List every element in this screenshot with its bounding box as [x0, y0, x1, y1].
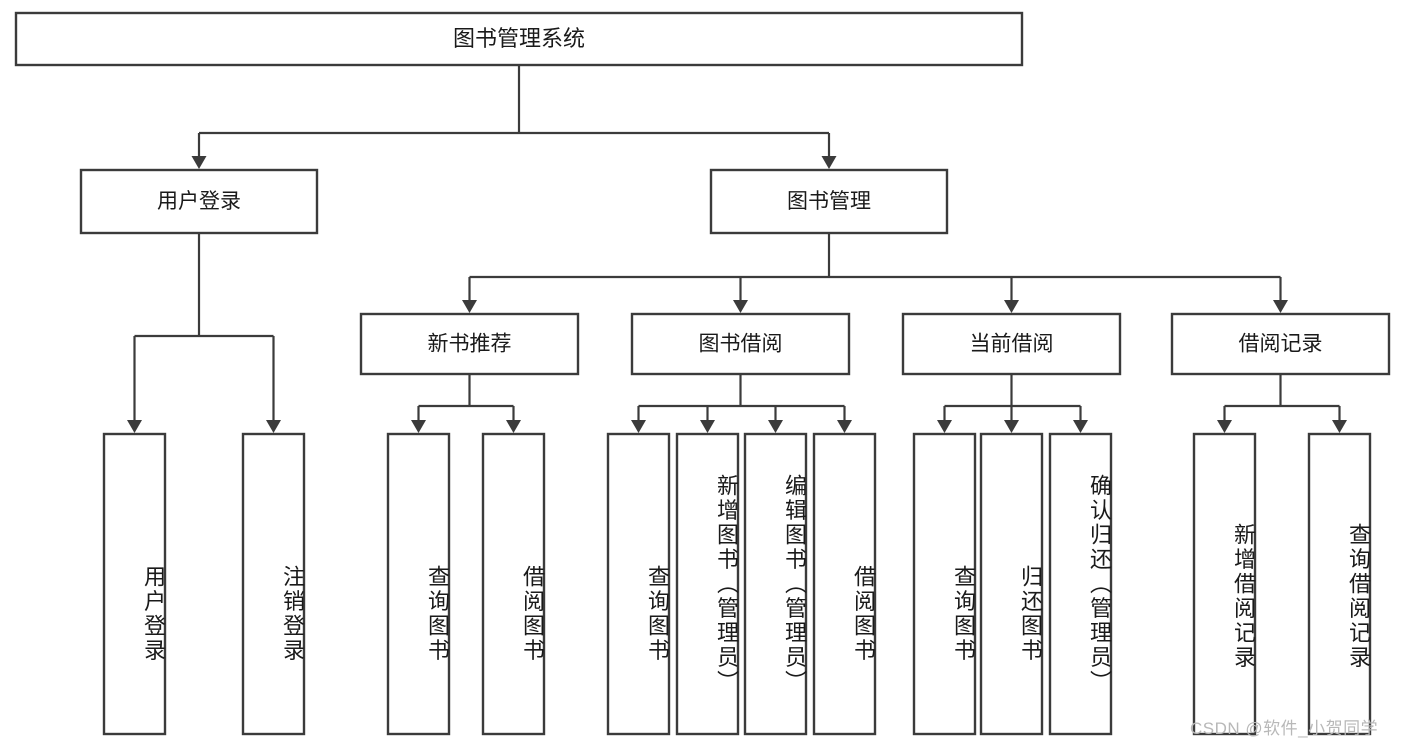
arrow-head-icon	[462, 300, 477, 313]
node-box-leaf2[interactable]	[241, 432, 306, 736]
arrow-head-icon	[768, 420, 783, 433]
node-box-newbook[interactable]	[359, 312, 580, 376]
node-label-root: 图书管理系统	[453, 26, 585, 51]
node-label-records: 借阅记录	[1239, 333, 1323, 356]
connector-group-root	[191, 65, 837, 169]
node-box-leaf5[interactable]	[606, 432, 671, 736]
arrow-head-icon	[700, 420, 715, 433]
arrow-head-icon	[1004, 420, 1019, 433]
node-box-bookmgmt[interactable]	[709, 168, 949, 235]
arrow-head-icon	[837, 420, 852, 433]
connectors-layer	[127, 65, 1347, 433]
nodes-layer	[14, 11, 1391, 736]
connector-group-bookmgmt	[462, 233, 1288, 313]
node-box-root[interactable]	[14, 11, 1024, 67]
node-label-borrow: 图书借阅	[699, 333, 783, 356]
node-box-leaf3[interactable]	[386, 432, 451, 736]
connector-group-current	[937, 374, 1088, 433]
arrow-head-icon	[266, 420, 281, 433]
node-label-bookmgmt: 图书管理	[787, 190, 871, 213]
node-box-leaf8[interactable]	[812, 432, 877, 736]
node-box-leaf1[interactable]	[102, 432, 167, 736]
node-label-newbook: 新书推荐	[428, 333, 512, 356]
connector-group-newbook	[411, 374, 521, 433]
connector-group-login	[127, 233, 281, 433]
arrow-head-icon	[733, 300, 748, 313]
node-box-leaf4[interactable]	[481, 432, 546, 736]
arrow-head-icon	[127, 420, 142, 433]
arrow-head-icon	[631, 420, 646, 433]
node-box-leaf12[interactable]	[1192, 432, 1257, 736]
node-box-leaf7[interactable]	[743, 432, 808, 736]
arrow-head-icon	[937, 420, 952, 433]
arrow-head-icon	[191, 156, 207, 169]
node-box-leaf9[interactable]	[912, 432, 977, 736]
node-box-leaf6[interactable]	[675, 432, 740, 736]
node-box-leaf11[interactable]	[1048, 432, 1113, 736]
node-box-records[interactable]	[1170, 312, 1391, 376]
arrow-head-icon	[1217, 420, 1232, 433]
node-box-leaf10[interactable]	[979, 432, 1044, 736]
node-label-current: 当前借阅	[970, 333, 1054, 356]
connector-group-records	[1217, 374, 1347, 433]
watermark: CSDN @软件_小贺同学	[1190, 719, 1379, 738]
node-box-current[interactable]	[901, 312, 1122, 376]
arrow-head-icon	[1004, 300, 1019, 313]
arrow-head-icon	[1073, 420, 1088, 433]
arrow-head-icon	[1332, 420, 1347, 433]
arrow-head-icon	[506, 420, 521, 433]
arrow-head-icon	[821, 156, 837, 169]
node-box-borrow[interactable]	[630, 312, 851, 376]
node-box-login[interactable]	[79, 168, 319, 235]
node-label-login: 用户登录	[157, 190, 241, 213]
connector-group-borrow	[631, 374, 852, 433]
arrow-head-icon	[411, 420, 426, 433]
arrow-head-icon	[1273, 300, 1288, 313]
node-box-leaf13[interactable]	[1307, 432, 1372, 736]
